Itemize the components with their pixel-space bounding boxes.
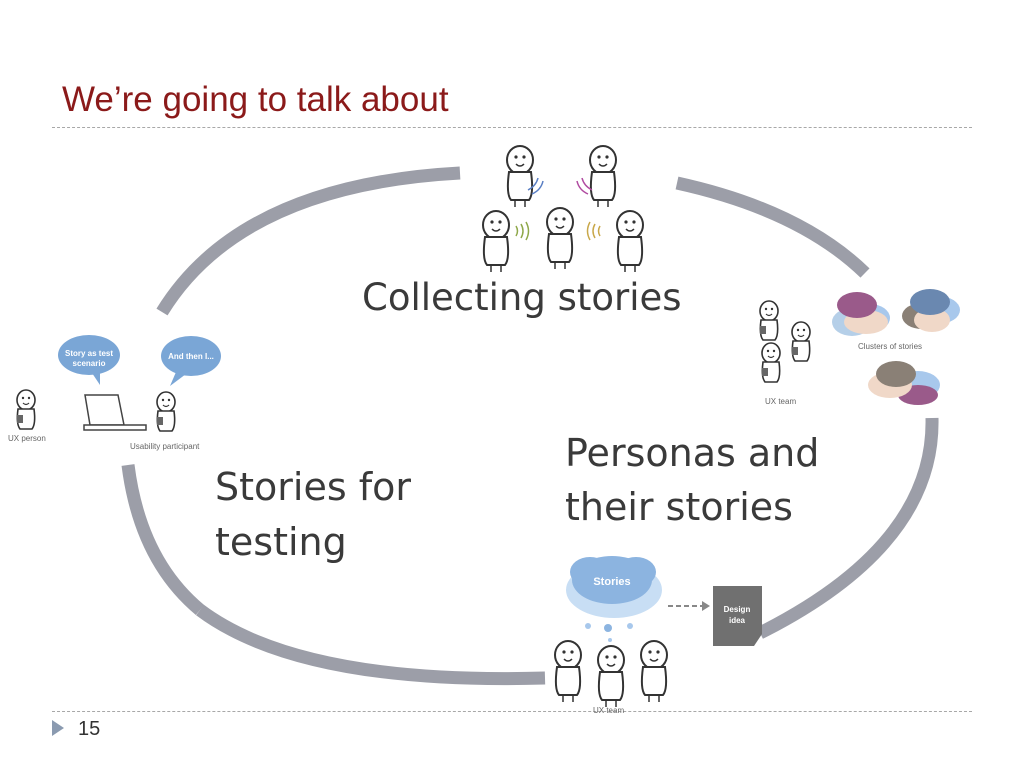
design-idea-text-2: idea bbox=[729, 616, 746, 625]
story-as-test-text-1: Story as test bbox=[65, 349, 113, 358]
label-personas-line2: their stories bbox=[565, 485, 793, 529]
bottom-divider bbox=[52, 711, 972, 712]
ux-team-bottom bbox=[554, 640, 668, 708]
label-testing-line1: Stories for bbox=[215, 465, 411, 509]
stories-cloud-text: Stories bbox=[593, 576, 630, 588]
stories-cloud-group: Stories Design idea bbox=[566, 556, 762, 646]
usability-scene: Story as test scenario And then I... bbox=[16, 335, 221, 432]
slide-title: We’re going to talk about bbox=[62, 80, 449, 119]
and-then-bubble bbox=[161, 336, 221, 376]
and-then-text: And then I... bbox=[168, 352, 214, 361]
label-collecting-stories: Collecting stories bbox=[362, 276, 682, 319]
arrow-top-right bbox=[675, 176, 870, 278]
design-idea-text-1: Design bbox=[724, 605, 751, 614]
caption-usability-participant: Usability participant bbox=[130, 442, 200, 451]
caption-ux-team-bottom: UX team bbox=[593, 706, 625, 715]
cycle-arrows bbox=[121, 166, 939, 686]
story-clusters bbox=[832, 289, 960, 405]
ux-team-right bbox=[759, 300, 811, 383]
design-idea-document bbox=[713, 586, 762, 646]
story-as-test-bubble bbox=[58, 335, 120, 375]
caption-ux-team-right: UX team bbox=[765, 397, 797, 406]
page-number: 15 bbox=[78, 718, 101, 740]
arrow-top-left bbox=[156, 166, 461, 316]
arrow-bottom bbox=[196, 604, 546, 686]
label-testing-line2: testing bbox=[215, 520, 347, 564]
top-divider bbox=[52, 127, 972, 128]
arrow-left bbox=[121, 464, 205, 615]
label-personas-line1: Personas and bbox=[565, 431, 820, 475]
story-as-test-text-2: scenario bbox=[73, 359, 106, 368]
caption-clusters: Clusters of stories bbox=[858, 342, 923, 351]
bullet-arrow-icon bbox=[52, 720, 64, 736]
people-group-top bbox=[482, 145, 644, 273]
caption-ux-person: UX person bbox=[8, 434, 46, 443]
arrow-right bbox=[757, 417, 939, 639]
